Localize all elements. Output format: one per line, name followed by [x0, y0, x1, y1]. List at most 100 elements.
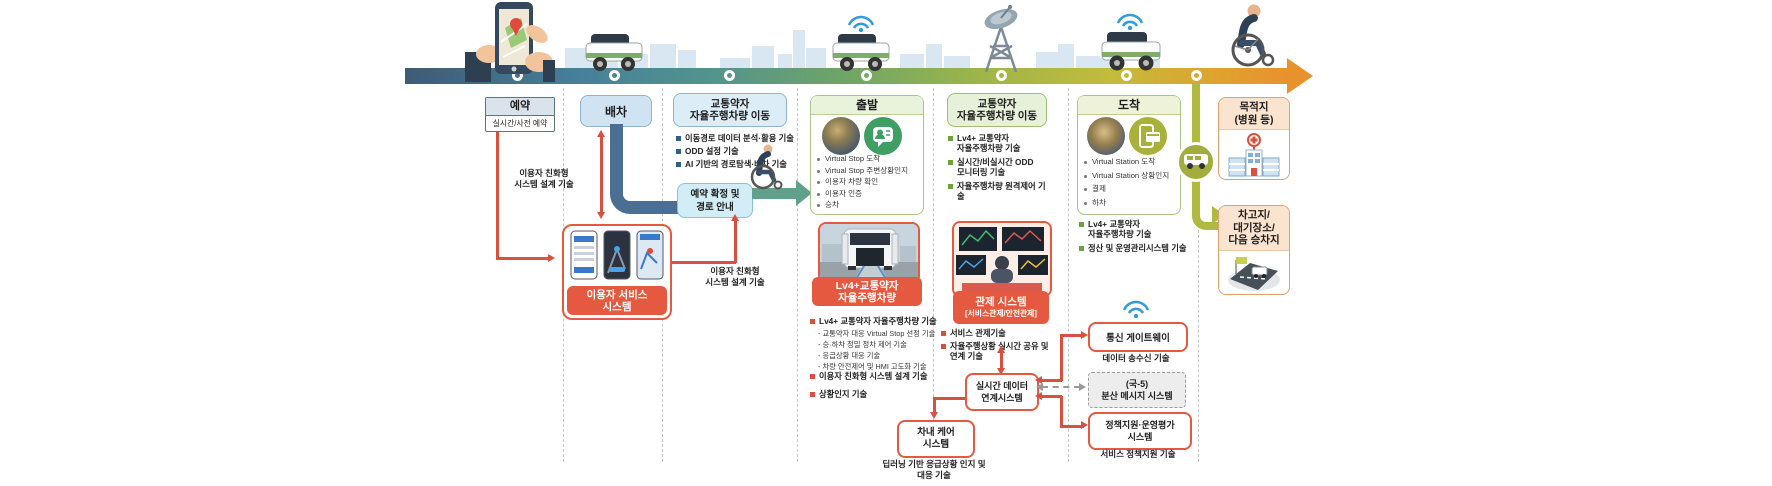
data-txrx-note: 데이터 송수신 기술 [1102, 353, 1170, 363]
bullet-text: Lv4+ 교통약자 자율주행차량 기술 [819, 316, 937, 326]
bullet-item: 승차 [816, 200, 918, 211]
bullet-item: 자율주행상황 실시간 공유 및 연계 기술 [941, 341, 1061, 361]
square-bullet-icon [948, 184, 953, 189]
square-bullet-icon [810, 374, 815, 379]
dot-bullet-icon [817, 169, 820, 173]
dot-bullet-icon [817, 204, 820, 207]
sub-bullet-text: - 차량 안전제어 및 HMI 고도화 기술 [818, 362, 927, 371]
shuttle-bus-icon [585, 34, 643, 71]
wheelchair-lift-photo [822, 117, 860, 155]
bullet-text: Lv4+ 교통약자 자율주행차량 기술 [1088, 219, 1152, 239]
arrow-left-icon [1035, 392, 1042, 400]
reservation-connector-line [496, 132, 499, 259]
column-separator [933, 88, 934, 462]
mobile-app-screens-icon [570, 230, 663, 280]
depot-title: 차고지/ 대기장소/ 다음 승차지 [1219, 206, 1289, 251]
timeline-bar [405, 68, 1287, 84]
bullet-text: 이용자 인증 [825, 188, 863, 198]
square-bullet-icon [1079, 222, 1084, 227]
incar-connector-line [933, 397, 936, 413]
shuttle-bus-icon [832, 34, 890, 71]
dot-bullet-icon [817, 192, 820, 196]
bullet-text: 하차 [1092, 197, 1106, 207]
confirm-connector-line [734, 221, 737, 263]
confirm-connector-line [668, 261, 736, 264]
column-separator [1198, 230, 1199, 462]
stage-reservation-title: 예약 [486, 98, 554, 115]
incar-connector-line [935, 397, 965, 400]
timeline-node [996, 70, 1007, 81]
parking-depot-icon [1228, 256, 1280, 291]
bullet-text: AI 기반의 경로탐색·배차 기술 [685, 159, 787, 169]
timeline-node [1121, 70, 1132, 81]
wifi-signal-icon [1122, 300, 1150, 318]
message-dashed-line [1042, 386, 1080, 388]
stage-reservation-box: 예약 실시간/사전 예약 [485, 97, 555, 132]
stage-departure-box: 출발 [810, 95, 924, 215]
arrow-left-icon [1035, 376, 1042, 384]
bullet-item: 이동경로 데이터 분석·활용 기술 [676, 133, 800, 143]
bullet-item: 실시간/비실시간 ODD 모니터링 기술 [948, 157, 1050, 177]
column-separator [1068, 88, 1069, 462]
arrow-down-icon [930, 412, 938, 419]
bullet-item: Virtual Station 상황인지 [1083, 171, 1179, 182]
hospital-icon [1228, 133, 1280, 177]
square-bullet-icon [676, 162, 681, 167]
bullet-text: Virtual Station 상황인지 [1092, 170, 1170, 180]
control-realtime-line [1000, 352, 1003, 369]
timeline-node [609, 70, 620, 81]
lv4-vehicle-label: Lv4+교통약자 자율주행차량 [812, 277, 922, 306]
dispatch-route-connector [610, 124, 690, 214]
square-bullet-icon [676, 136, 681, 141]
control-bullet-list: 서비스 관제기술 자율주행상황 실시간 공유 및 연계 기술 [941, 328, 1061, 364]
user-service-system-label: 이용자 서비스 시스템 [567, 286, 667, 315]
control-system-label: 관제 시스템 [서비스관제/안전관제] [953, 291, 1049, 324]
incar-care-system-box: 차내 케어 시스템 [897, 420, 975, 458]
bullet-item: 이용자 차량 확인 [816, 177, 918, 188]
bullet-text: 실시간/비실시간 ODD 모니터링 기술 [957, 157, 1034, 177]
bullet-text: 이동경로 데이터 분석·활용 기술 [685, 133, 794, 143]
square-bullet-icon [948, 160, 953, 165]
arrival-bullet-list: Virtual Station 도착 Virtual Station 상황인지 … [1083, 157, 1179, 211]
satellite-antenna-icon [984, 5, 1018, 73]
bullet-text: 이용자 친화형 시스템 설계 기술 [819, 371, 928, 381]
arrow-up-icon [597, 130, 605, 137]
dispatch-connector-line [600, 137, 603, 213]
user-friendly-note-mid: 이용자 친화형 시스템 설계 기술 [705, 266, 765, 287]
square-bullet-icon [948, 136, 953, 141]
bullet-text: Virtual Station 도착 [1092, 157, 1156, 166]
bullet-item: 자율주행차량 원격제어 기술 [948, 181, 1050, 201]
bullet-text: 자율주행상황 실시간 공유 및 연계 기술 [950, 341, 1049, 361]
timeline-node [724, 70, 735, 81]
timeline-node [861, 70, 872, 81]
bullet-text: 정산 및 운영관리시스템 기술 [1088, 243, 1187, 253]
arrow-down-icon [997, 368, 1005, 375]
reservation-connector-line [496, 257, 549, 260]
control-system-label-sub: [서비스관제/안전관제] [965, 309, 1037, 318]
shuttle-route-icon [1176, 142, 1216, 182]
stage-arrival-box: 도착 [1077, 95, 1181, 215]
square-bullet-icon [810, 392, 815, 397]
bullet-text: Virtual Stop 도착 [825, 154, 881, 163]
policy-connector-line [1040, 395, 1062, 398]
dot-bullet-icon [1084, 174, 1087, 178]
lv4-vehicle-photo [818, 222, 920, 284]
reservation-confirm-box: 예약 확정 및 경로 안내 [677, 183, 753, 218]
dot-bullet-icon [1084, 161, 1087, 164]
stage-move1-box: 교통약자 자율주행차량 이동 [673, 93, 787, 127]
passenger-chat-icon [864, 117, 902, 155]
arrow-left-icon [1036, 382, 1043, 391]
stage-move2-box: 교통약자 자율주행차량 이동 [947, 93, 1047, 127]
bullet-text: 상황인지 기술 [819, 389, 868, 399]
bullet-item: 하차 [1083, 198, 1179, 209]
phone-booking-icon [465, 2, 555, 82]
bullet-item: Virtual Station 도착 [1083, 157, 1179, 168]
shuttle-bus-icon [1101, 32, 1161, 71]
bullet-text: 결제 [1092, 184, 1106, 193]
bullet-item: Virtual Stop 도착 [816, 154, 918, 165]
bullet-text: 자율주행차량 원격제어 기술 [957, 181, 1046, 201]
bullet-text: ODD 설정 기술 [685, 146, 739, 156]
sub-bullet-text: - 응급상황 대응 기술 [818, 351, 881, 360]
square-bullet-icon [941, 331, 946, 336]
destination-box: 목적지 (병원 등) [1218, 97, 1290, 180]
